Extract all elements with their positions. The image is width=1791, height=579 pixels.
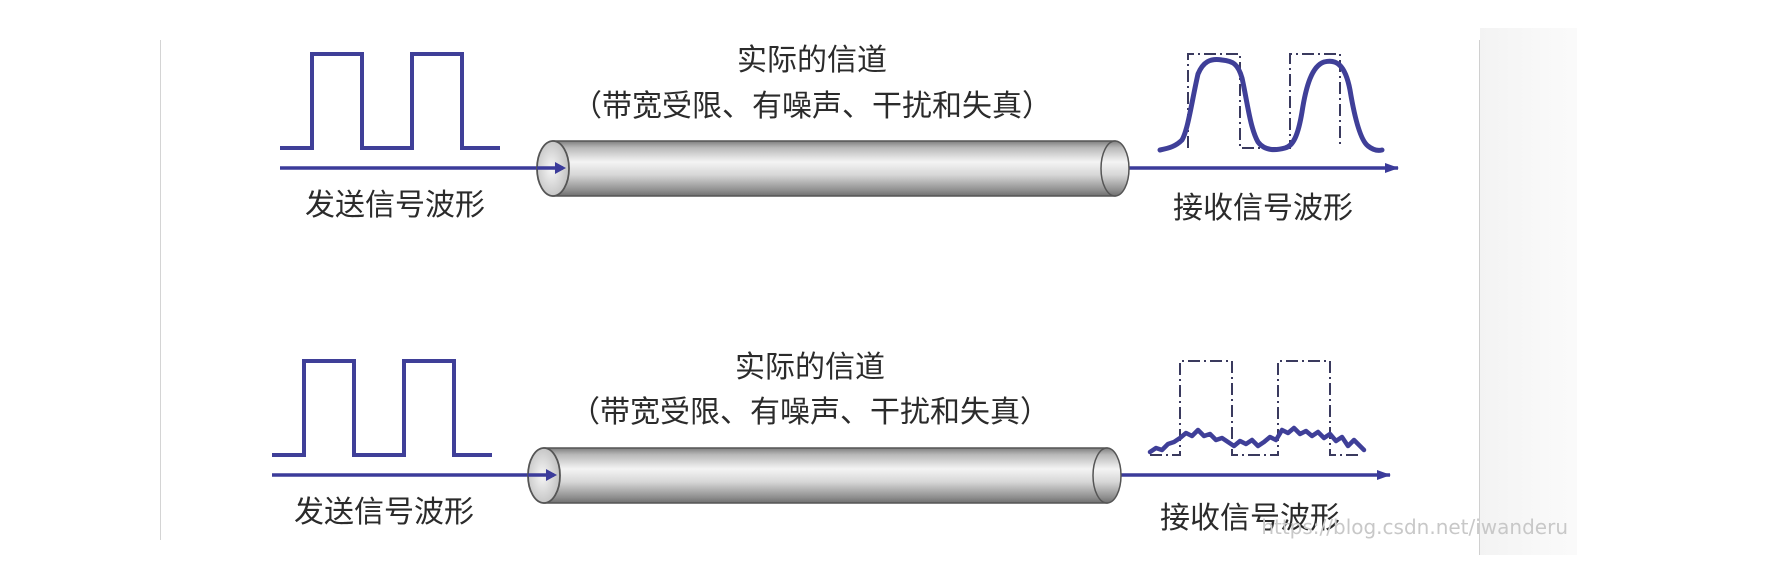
channel-cable [536,140,1130,197]
channel-subtitle: （带宽受限、有噪声、干扰和失真） [570,395,1050,430]
receive-waveform [1147,425,1367,455]
send-waveform-label: 发送信号波形 [305,188,485,223]
channel-subtitle: （带宽受限、有噪声、干扰和失真） [572,89,1052,124]
receive-waveform-label: 接收信号波形 [1173,191,1353,226]
right-border [1479,40,1480,555]
ideal-waveform-reference [1150,360,1362,456]
receive-waveform [1157,57,1385,153]
channel-cable [527,447,1122,504]
right-shade [1480,28,1577,555]
channel-title: 实际的信道 [735,350,885,385]
channel-title: 实际的信道 [737,43,887,78]
watermark: https://blog.csdn.net/iwanderu [1261,515,1568,539]
panel-top: 实际的信道 （带宽受限、有噪声、干扰和失真） 发送信号波形 接收信号波形 [280,43,1399,226]
receive-waveform-label: 接收信号波形 [1160,501,1340,536]
panel-bottom: 实际的信道 （带宽受限、有噪声、干扰和失真） 发送信号波形 接收信号波形 [272,350,1391,536]
send-waveform [272,359,492,457]
send-waveform-label: 发送信号波形 [294,495,474,530]
left-border [160,40,161,540]
send-waveform [280,52,500,150]
